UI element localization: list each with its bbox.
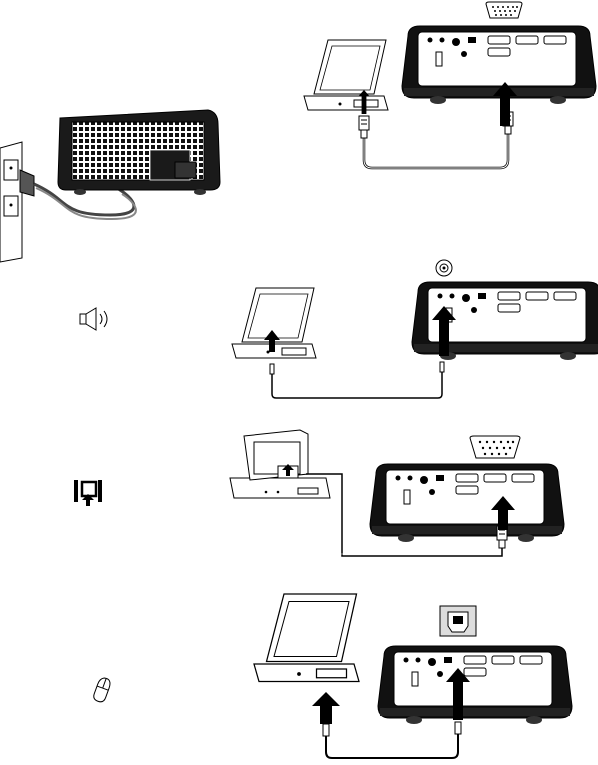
vga-connector-icon	[470, 436, 520, 458]
desktop-computer	[230, 430, 330, 498]
power-connection-panel	[0, 110, 220, 262]
computer-vga-connection-panel	[304, 2, 596, 168]
monitor-loop-connection-panel	[74, 430, 564, 556]
audio-cable	[270, 362, 444, 398]
laptop-usb	[254, 594, 359, 682]
projector-rear-usb	[378, 646, 572, 724]
projector-rear-monitor	[370, 464, 564, 542]
audio-jack-icon	[436, 260, 452, 276]
usb-connection-panel	[92, 594, 572, 758]
vga-cable	[359, 112, 513, 168]
arrow-laptop-usb	[312, 692, 340, 724]
usb-b-connector-icon	[440, 606, 476, 636]
vga-connector-icon	[486, 2, 522, 18]
usb-cable	[323, 722, 461, 758]
speaker-icon	[80, 308, 107, 330]
projector-side-power	[58, 110, 220, 195]
mouse-icon	[92, 676, 112, 703]
monitor-loop-icon	[74, 480, 102, 506]
wall-outlet	[0, 142, 34, 262]
computer-audio-connection-panel	[80, 260, 598, 398]
laptop-vga	[304, 40, 388, 110]
